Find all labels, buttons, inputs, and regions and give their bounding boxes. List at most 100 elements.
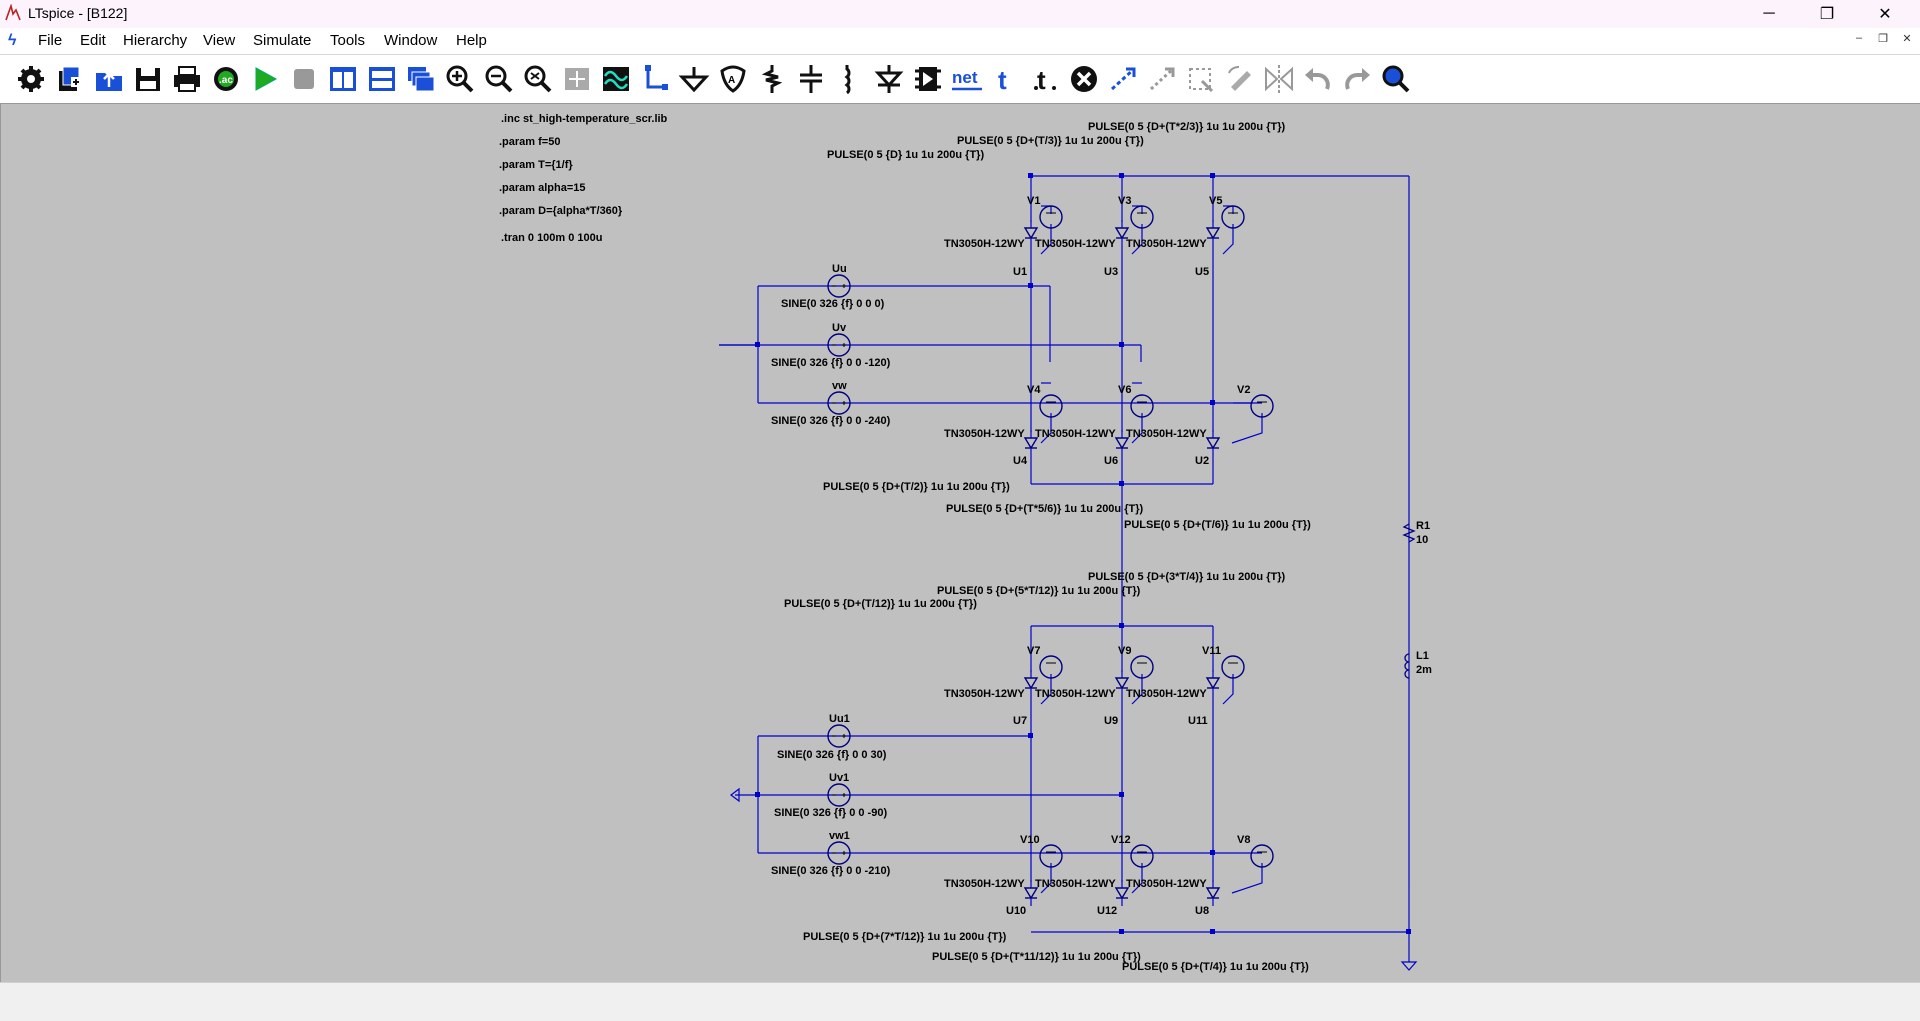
source-value[interactable]: SINE(0 326 {f} 0 0 -240) xyxy=(771,415,891,427)
source-name[interactable]: vw1 xyxy=(829,830,850,842)
close-button[interactable]: ✕ xyxy=(1878,6,1892,23)
gate-source-name[interactable]: V1 xyxy=(1027,195,1040,207)
gate-source-name[interactable]: V7 xyxy=(1027,645,1040,657)
scr-part-label[interactable]: TN3050H-12WY xyxy=(944,428,1025,440)
pan-icon[interactable] xyxy=(560,63,594,95)
tile-horizontal-icon[interactable] xyxy=(365,63,399,95)
source-name[interactable]: Uu1 xyxy=(829,713,850,725)
undo-icon[interactable] xyxy=(1301,63,1335,95)
resistor-icon[interactable] xyxy=(755,63,789,95)
gate-source-name[interactable]: V6 xyxy=(1118,384,1131,396)
net-label-icon[interactable]: net xyxy=(950,63,984,95)
scr-part-label[interactable]: TN3050H-12WY xyxy=(944,238,1025,250)
scr-name[interactable]: U12 xyxy=(1097,905,1117,917)
gate-source-name[interactable]: V8 xyxy=(1237,834,1250,846)
pulse-label[interactable]: PULSE(0 5 {D+(3*T/4)} 1u 1u 200u {T}) xyxy=(1088,571,1285,583)
pulse-label[interactable]: PULSE(0 5 {D+(T*11/12)} 1u 1u 200u {T}) xyxy=(932,951,1141,963)
scr-part-label[interactable]: TN3050H-12WY xyxy=(944,688,1025,700)
pulse-label[interactable]: PULSE(0 5 {D+(T/2)} 1u 1u 200u {T}) xyxy=(823,481,1010,493)
source-name[interactable]: Uu xyxy=(832,263,847,275)
menu-window[interactable]: Window xyxy=(384,32,438,49)
component-icon[interactable] xyxy=(911,63,945,95)
menu-view[interactable]: View xyxy=(203,32,236,49)
source-value[interactable]: SINE(0 326 {f} 0 0 -90) xyxy=(774,807,887,819)
scr-part-label[interactable]: TN3050H-12WY xyxy=(1035,688,1116,700)
pulse-label[interactable]: PULSE(0 5 {D+(T/4)} 1u 1u 200u {T}) xyxy=(1122,961,1309,973)
pulse-label[interactable]: PULSE(0 5 {D+(T/3)} 1u 1u 200u {T}) xyxy=(957,135,1144,147)
open-icon[interactable] xyxy=(92,63,126,95)
scr-name[interactable]: U8 xyxy=(1195,905,1209,917)
label-net-icon[interactable]: A xyxy=(716,63,750,95)
system-menu-icon[interactable]: ϟ xyxy=(8,32,17,49)
directive-param-alpha[interactable]: .param alpha=15 xyxy=(499,182,586,194)
pulse-label[interactable]: PULSE(0 5 {D+(T*2/3)} 1u 1u 200u {T}) xyxy=(1088,121,1285,133)
gate-source-name[interactable]: V2 xyxy=(1237,384,1250,396)
cascade-icon[interactable] xyxy=(404,63,438,95)
scr-name[interactable]: U3 xyxy=(1104,266,1118,278)
scr-name[interactable]: U6 xyxy=(1104,455,1118,467)
inductor-icon[interactable] xyxy=(833,63,867,95)
gate-source-name[interactable]: V10 xyxy=(1020,834,1040,846)
inductor-name[interactable]: L1 xyxy=(1416,650,1429,662)
resistor-value[interactable]: 10 xyxy=(1416,534,1428,546)
diode-icon[interactable] xyxy=(872,63,906,95)
gate-source-name[interactable]: V9 xyxy=(1118,645,1131,657)
tile-vertical-icon[interactable] xyxy=(326,63,360,95)
scr-part-label[interactable]: TN3050H-12WY xyxy=(1126,878,1207,890)
menu-help[interactable]: Help xyxy=(456,32,487,49)
scr-name[interactable]: U7 xyxy=(1013,715,1027,727)
directive-param-t[interactable]: .param T={1/f} xyxy=(499,159,573,171)
delete-icon[interactable] xyxy=(1067,63,1101,95)
source-value[interactable]: SINE(0 326 {f} 0 0 0) xyxy=(781,298,885,310)
source-name[interactable]: Uv1 xyxy=(829,772,849,784)
menu-tools[interactable]: Tools xyxy=(330,32,366,49)
scr-name[interactable]: U2 xyxy=(1195,455,1209,467)
ground-icon[interactable] xyxy=(677,63,711,95)
capacitor-icon[interactable] xyxy=(794,63,828,95)
pulse-label[interactable]: PULSE(0 5 {D} 1u 1u 200u {T}) xyxy=(827,149,984,161)
gate-source-name[interactable]: V3 xyxy=(1118,195,1131,207)
inductor-value[interactable]: 2m xyxy=(1416,664,1432,676)
find-icon[interactable] xyxy=(1379,63,1413,95)
source-value[interactable]: SINE(0 326 {f} 0 0 -120) xyxy=(771,357,891,369)
duplicate-icon[interactable] xyxy=(1106,63,1140,95)
ltspice-app-icon[interactable] xyxy=(4,4,22,22)
drag-icon[interactable] xyxy=(1184,63,1218,95)
pulse-label[interactable]: PULSE(0 5 {D+(T/12)} 1u 1u 200u {T}) xyxy=(784,598,977,610)
pulse-label[interactable]: PULSE(0 5 {D+(7*T/12)} 1u 1u 200u {T}) xyxy=(803,931,1007,943)
zoom-in-icon[interactable] xyxy=(443,63,477,95)
redo-icon[interactable] xyxy=(1340,63,1374,95)
scr-part-label[interactable]: TN3050H-12WY xyxy=(1035,428,1116,440)
schematic-canvas[interactable]: .inc st_high-temperature_scr.lib .param … xyxy=(0,103,1920,983)
halt-icon[interactable] xyxy=(287,63,321,95)
scr-part-label[interactable]: TN3050H-12WY xyxy=(1126,238,1207,250)
gear-icon[interactable] xyxy=(14,63,48,95)
scr-part-label[interactable]: TN3050H-12WY xyxy=(1126,688,1207,700)
gate-source-name[interactable]: V11 xyxy=(1202,645,1221,657)
new-schematic-icon[interactable] xyxy=(53,63,87,95)
wire-icon[interactable] xyxy=(638,63,672,95)
resistor-name[interactable]: R1 xyxy=(1416,520,1430,532)
scr-name[interactable]: U1 xyxy=(1013,266,1027,278)
pulse-label[interactable]: PULSE(0 5 {D+(5*T/12)} 1u 1u 200u {T}) xyxy=(937,585,1141,597)
scr-name[interactable]: U9 xyxy=(1104,715,1118,727)
print-icon[interactable] xyxy=(170,63,204,95)
source-value[interactable]: SINE(0 326 {f} 0 0 -210) xyxy=(771,865,891,877)
scr-name[interactable]: U11 xyxy=(1188,715,1208,727)
scr-name[interactable]: U4 xyxy=(1013,455,1028,467)
source-value[interactable]: SINE(0 326 {f} 0 0 30) xyxy=(777,749,887,761)
text-icon[interactable]: t xyxy=(989,63,1023,95)
scr-part-label[interactable]: TN3050H-12WY xyxy=(1035,238,1116,250)
mdi-close-button[interactable]: ✕ xyxy=(1902,33,1912,45)
scr-name[interactable]: U10 xyxy=(1006,905,1026,917)
directive-param-d[interactable]: .param D={alpha*T/360} xyxy=(499,205,623,217)
gate-source-name[interactable]: V4 xyxy=(1027,384,1041,396)
gate-source-name[interactable]: V5 xyxy=(1209,195,1222,207)
scr-part-label[interactable]: TN3050H-12WY xyxy=(1126,428,1207,440)
minimize-button[interactable]: ─ xyxy=(1763,5,1775,22)
scr-part-label[interactable]: TN3050H-12WY xyxy=(944,878,1025,890)
directive-inc[interactable]: .inc st_high-temperature_scr.lib xyxy=(501,113,668,125)
zoom-out-icon[interactable] xyxy=(482,63,516,95)
pulse-label[interactable]: PULSE(0 5 {D+(T/6)} 1u 1u 200u {T}) xyxy=(1124,519,1311,531)
directive-tran[interactable]: .tran 0 100m 0 100u xyxy=(501,232,603,244)
